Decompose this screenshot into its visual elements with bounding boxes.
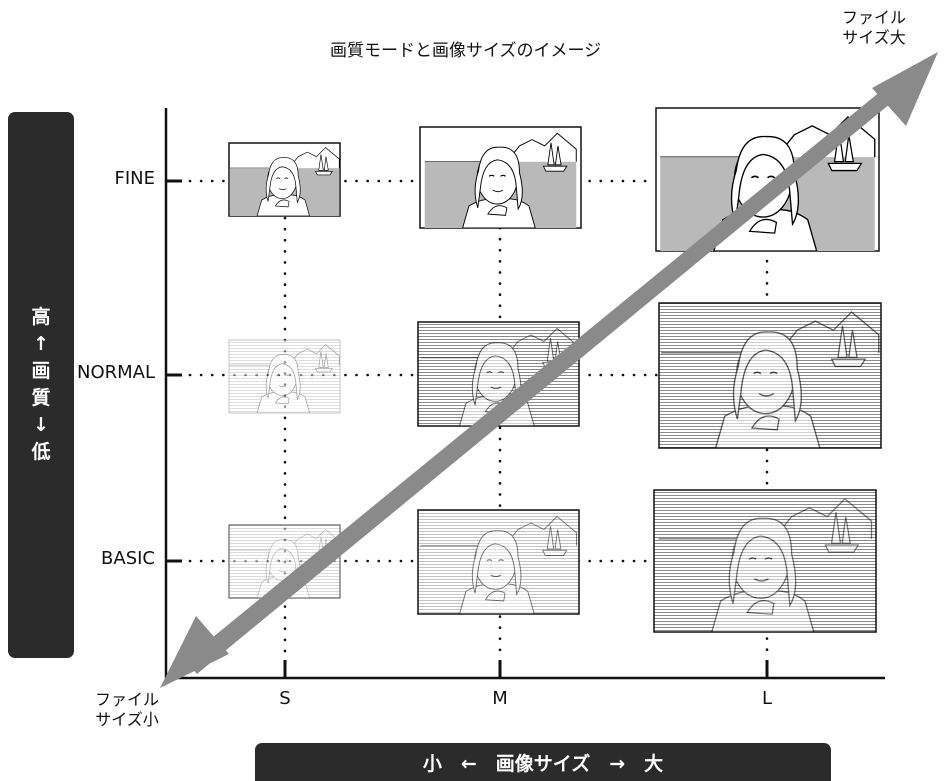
down-arrow: ↓ <box>33 414 49 436</box>
quality-char-2: 質 <box>31 387 51 409</box>
thumb-basic-l <box>653 489 877 633</box>
quality-low: 低 <box>31 441 51 463</box>
thumb-fine-m <box>419 126 582 229</box>
quality-char-1: 画 <box>31 360 51 382</box>
file-size-small-line1: ファイル <box>95 690 160 709</box>
label-basic: BASIC <box>101 548 155 569</box>
file-size-small-line2: サイズ小 <box>95 710 159 729</box>
image-size-bar: 小 ← 画像サイズ → 大 <box>255 743 831 781</box>
label-size-s: S <box>279 688 291 709</box>
thumb-normal-s <box>228 339 341 414</box>
thumb-basic-m <box>417 509 580 615</box>
up-arrow: ↑ <box>33 333 49 355</box>
file-size-arrow <box>160 52 938 688</box>
quality-bar: 高 ↑ 画 質 ↓ 低 <box>8 112 74 658</box>
label-size-l: L <box>761 688 773 709</box>
file-size-small-label: ファイル サイズ小 <box>95 690 159 730</box>
file-size-large-label: ファイル サイズ大 <box>842 8 906 48</box>
thumb-fine-s <box>228 142 341 217</box>
file-size-large-line1: ファイル <box>842 8 907 27</box>
label-size-m: M <box>492 688 508 709</box>
label-normal: NORMAL <box>76 362 155 383</box>
label-fine: FINE <box>114 168 156 189</box>
diagram-title: 画質モードと画像サイズのイメージ <box>330 41 602 61</box>
file-size-large-line2: サイズ大 <box>842 28 906 47</box>
quality-high: 高 <box>31 306 51 328</box>
thumb-normal-l <box>658 302 882 449</box>
